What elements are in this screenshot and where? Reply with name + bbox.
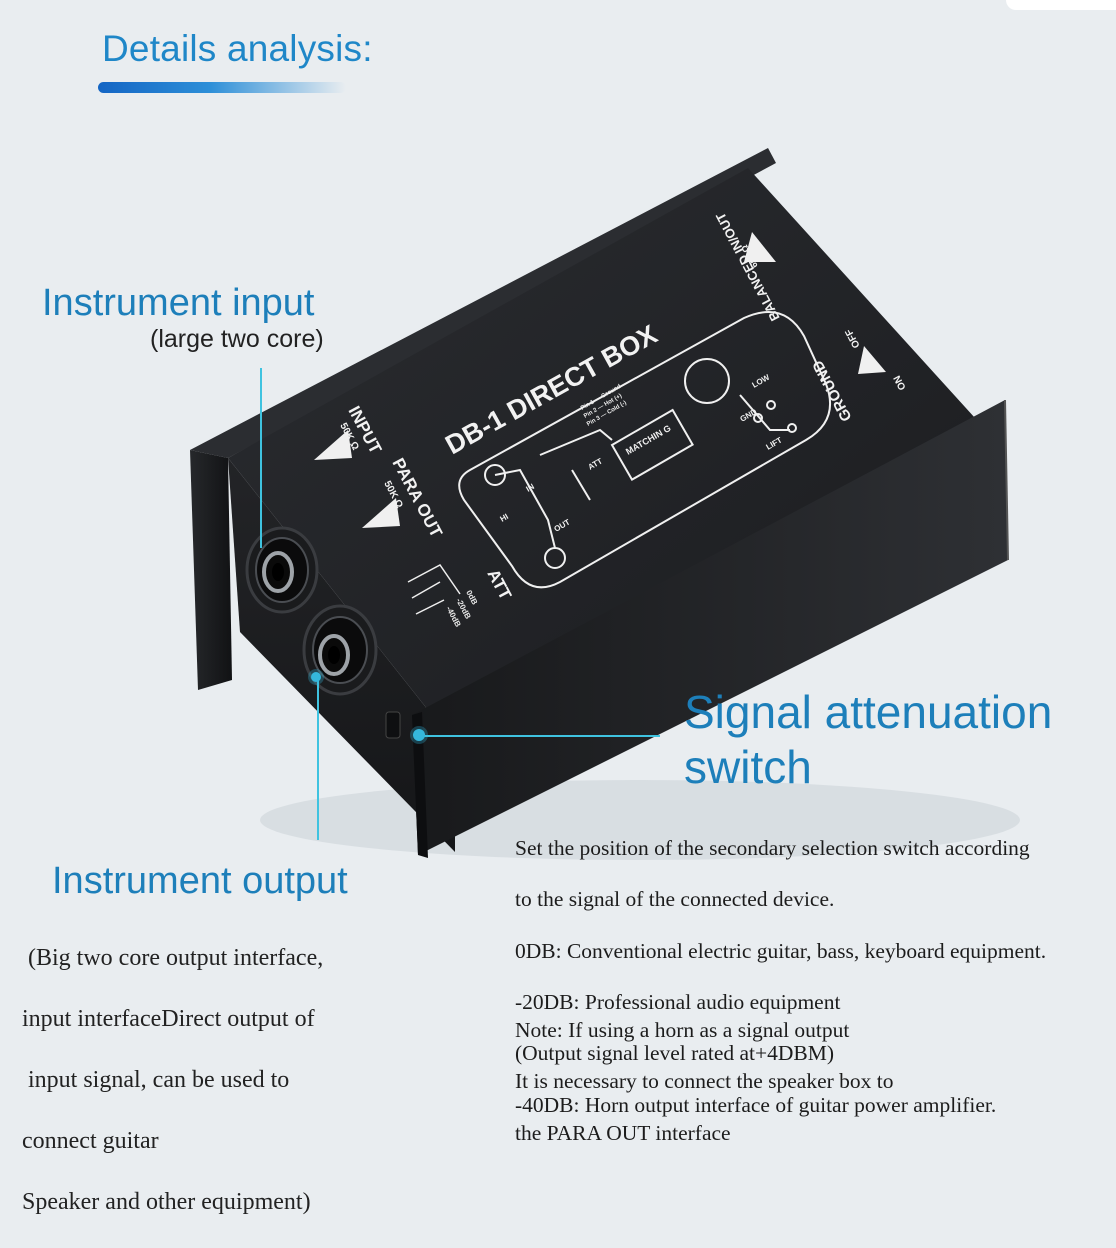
signal-attenuation-title-2: switch [684,741,812,793]
output-leader-line [317,680,319,840]
instrument-output-line: (Big two core output interface, [22,944,324,971]
description-line: 0DB: Conventional electric guitar, bass,… [515,938,1047,963]
att-leader-line [420,735,660,737]
instrument-output-line: Speaker and other equipment) [22,1188,311,1215]
att-pointer-dot [413,729,425,741]
note-line: Note: If using a horn as a signal output [515,1017,850,1042]
instrument-output-title: Instrument output [52,860,348,902]
schem-hi: HI [499,512,510,524]
note-line: the PARA OUT interface [515,1120,731,1145]
note-line: It is necessary to connect the speaker b… [515,1069,894,1094]
signal-attenuation-title-1: Signal attenuation [684,686,1053,738]
output-pointer-dot [311,672,321,682]
title-underline [98,82,346,93]
page-title: Details analysis: [102,28,373,69]
input-leader-line [260,368,262,548]
left-flange [190,148,776,690]
instrument-input-sub: (large two core) [150,325,324,353]
instrument-output-line: input interfaceDirect output of [22,1005,315,1032]
schem-in: IN [525,482,537,494]
right-flange [412,400,1008,855]
corner-notch [1006,0,1116,10]
description-line: Set the position of the secondary select… [515,835,1030,860]
attenuation-description: Set the position of the secondary select… [515,810,1046,1144]
note-text: Note: If using a horn as a signal output… [515,992,894,1172]
schematic [458,311,831,589]
top-panel [228,168,975,744]
description-line: (Output signal level rated at+4DBM) [515,1041,835,1066]
instrument-output-line: connect guitar [22,1127,159,1154]
instrument-input-title: Instrument input [42,282,315,324]
description-line: -20DB: Professional audio equipment [515,989,841,1014]
description-line: -40DB: Horn output interface of guitar p… [515,1092,997,1117]
direct-box-image: DB-1 DIRECT BOX INPUT 50K Ω PARA OUT 50K… [190,148,1020,860]
att-switch [385,711,401,739]
instrument-output-desc: (Big two core output interface, input in… [22,912,323,1248]
input-jack [245,526,319,614]
instrument-output-line: input signal, can be used to [22,1066,290,1093]
para-out-jack [302,604,378,696]
description-line: to the signal of the connected device. [515,887,835,912]
